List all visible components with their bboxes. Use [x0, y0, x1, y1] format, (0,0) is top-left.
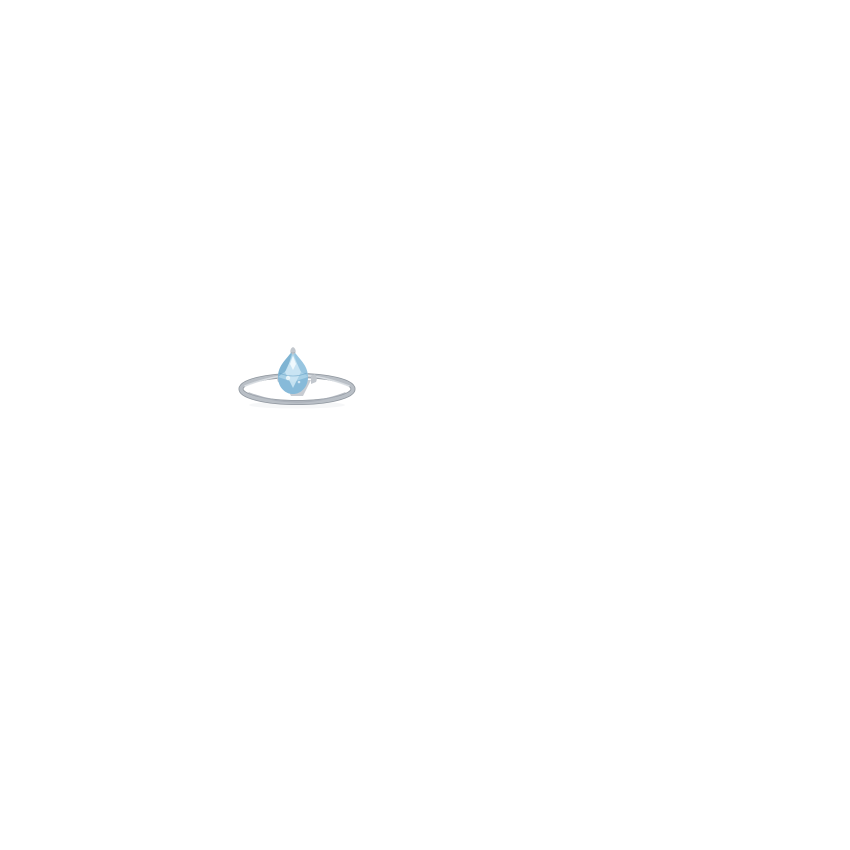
ring-illustration — [238, 347, 356, 409]
ring-band-inner-shadow — [248, 392, 346, 403]
gem-facet-right — [293, 350, 308, 377]
prong-right — [311, 374, 317, 384]
prong-top-edge — [290, 351, 296, 354]
gem-facet-left — [278, 350, 293, 377]
gem-highlight-dot-small — [297, 380, 301, 384]
product-photo-ring — [233, 346, 365, 414]
gem-highlight-dot — [285, 375, 291, 381]
gem-highlight-top — [290, 356, 296, 370]
gem-girdle — [278, 372, 308, 377]
